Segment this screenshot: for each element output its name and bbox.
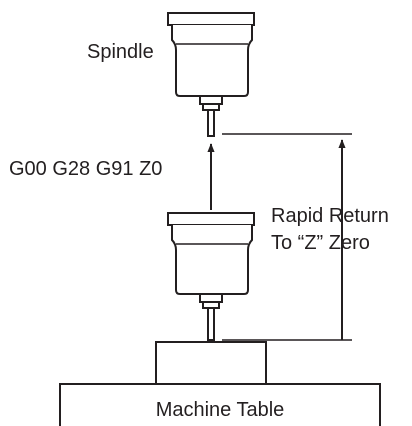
return-label-line2: To “Z” Zero — [271, 232, 370, 254]
command-label: G00 G28 G91 Z0 — [9, 158, 162, 180]
return-label-line1: Rapid Return — [271, 205, 389, 227]
spindle-upper — [167, 12, 255, 137]
spindle-lower — [167, 212, 255, 341]
workpiece-block — [155, 341, 267, 385]
spindle-label: Spindle — [87, 41, 154, 63]
machine-table — [59, 383, 381, 426]
machine-table-label: Machine Table — [156, 399, 285, 421]
